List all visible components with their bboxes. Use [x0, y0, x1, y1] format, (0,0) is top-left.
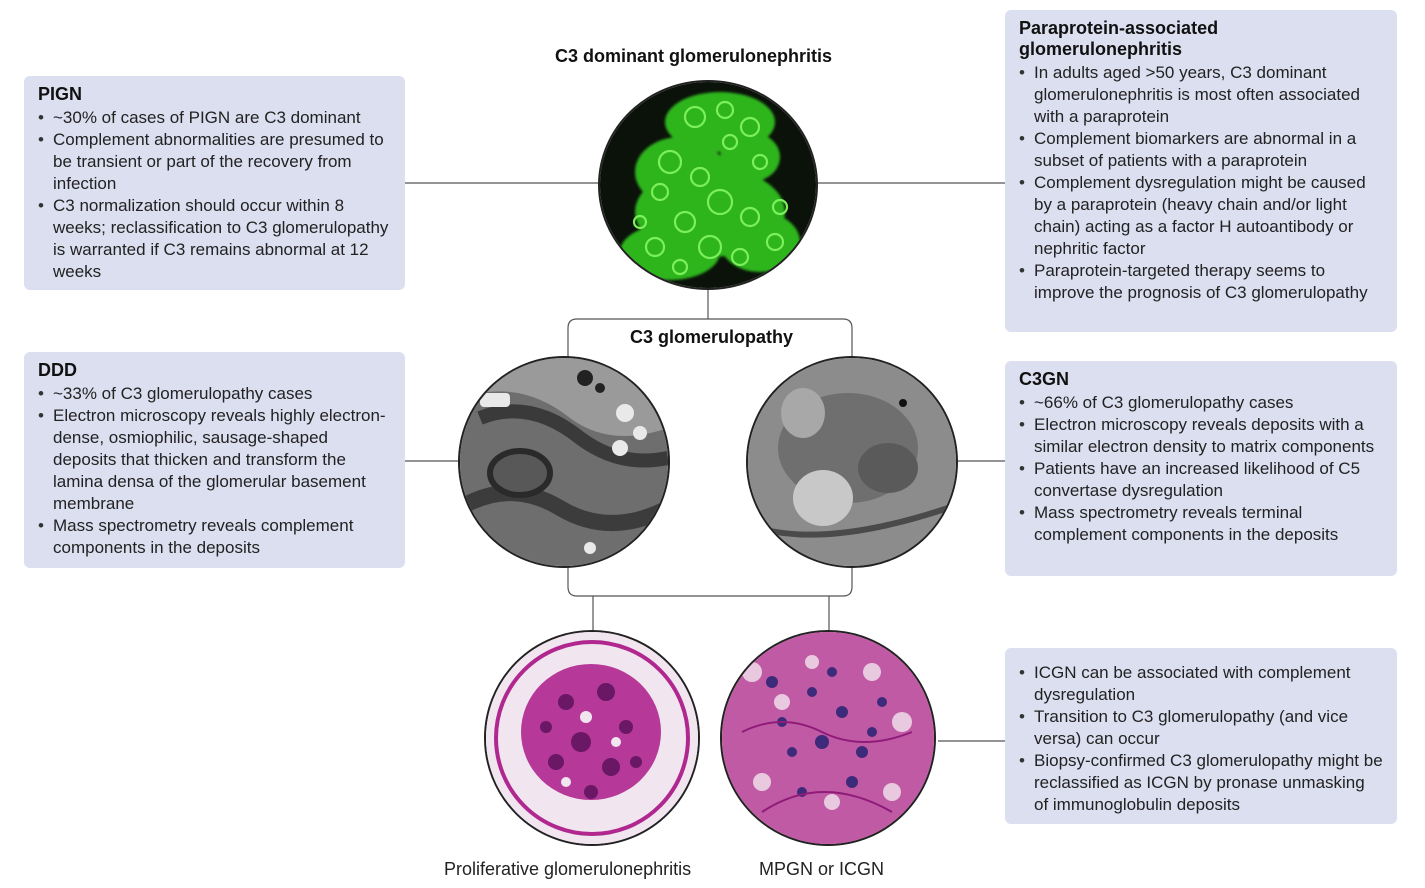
list-item: In adults aged >50 years, C3 dominant gl…: [1019, 62, 1383, 128]
list-item: Paraprotein-targeted therapy seems to im…: [1019, 260, 1383, 304]
immunofluorescence-image: [598, 80, 818, 290]
list-item: C3 normalization should occur within 8 w…: [38, 195, 391, 283]
list-item: Complement abnormalities are presumed to…: [38, 129, 391, 195]
list-item: ICGN can be associated with complement d…: [1019, 662, 1383, 706]
ddd-panel: DDD ~33% of C3 glomerulopathy cases Elec…: [24, 352, 405, 568]
electron-microscopy-ddd-image: [458, 356, 670, 568]
c3-glomerulopathy-title: C3 glomerulopathy: [626, 327, 798, 348]
mpgn-histology-image: [720, 630, 936, 846]
c3gn-panel: C3GN ~66% of C3 glomerulopathy cases Ele…: [1005, 361, 1397, 576]
electron-microscopy-c3gn-image: [746, 356, 958, 568]
paraprotein-panel: Paraprotein-associated glomerulonephriti…: [1005, 10, 1397, 332]
proliferative-histology-image: [484, 630, 700, 846]
c3-dominant-title: C3 dominant glomerulonephritis: [555, 46, 833, 66]
proliferative-caption: Proliferative glomerulonephritis: [444, 859, 692, 879]
list-item: Complement biomarkers are abnormal in a …: [1019, 128, 1383, 172]
list-item: Biopsy-confirmed C3 glomerulopathy might…: [1019, 750, 1383, 816]
icgn-panel: ICGN can be associated with complement d…: [1005, 648, 1397, 824]
pign-panel: PIGN ~30% of cases of PIGN are C3 domina…: [24, 76, 405, 290]
list-item: Mass spectrometry reveals complement com…: [38, 515, 391, 559]
list-item: Patients have an increased likelihood of…: [1019, 458, 1383, 502]
list-item: Transition to C3 glomerulopathy (and vic…: [1019, 706, 1383, 750]
ddd-title: DDD: [38, 360, 77, 380]
paraprotein-title: Paraprotein-associated glomerulonephriti…: [1019, 18, 1219, 59]
list-item: Electron microscopy reveals highly elect…: [38, 405, 391, 515]
list-item: Complement dysregulation might be caused…: [1019, 172, 1383, 260]
list-item: ~66% of C3 glomerulopathy cases: [1019, 392, 1383, 414]
mpgn-caption: MPGN or ICGN: [759, 859, 885, 879]
pign-title: PIGN: [38, 84, 83, 104]
c3gn-title: C3GN: [1019, 369, 1070, 389]
list-item: Mass spectrometry reveals terminal compl…: [1019, 502, 1383, 546]
list-item: ~30% of cases of PIGN are C3 dominant: [38, 107, 391, 129]
list-item: ~33% of C3 glomerulopathy cases: [38, 383, 391, 405]
list-item: Electron microscopy reveals deposits wit…: [1019, 414, 1383, 458]
